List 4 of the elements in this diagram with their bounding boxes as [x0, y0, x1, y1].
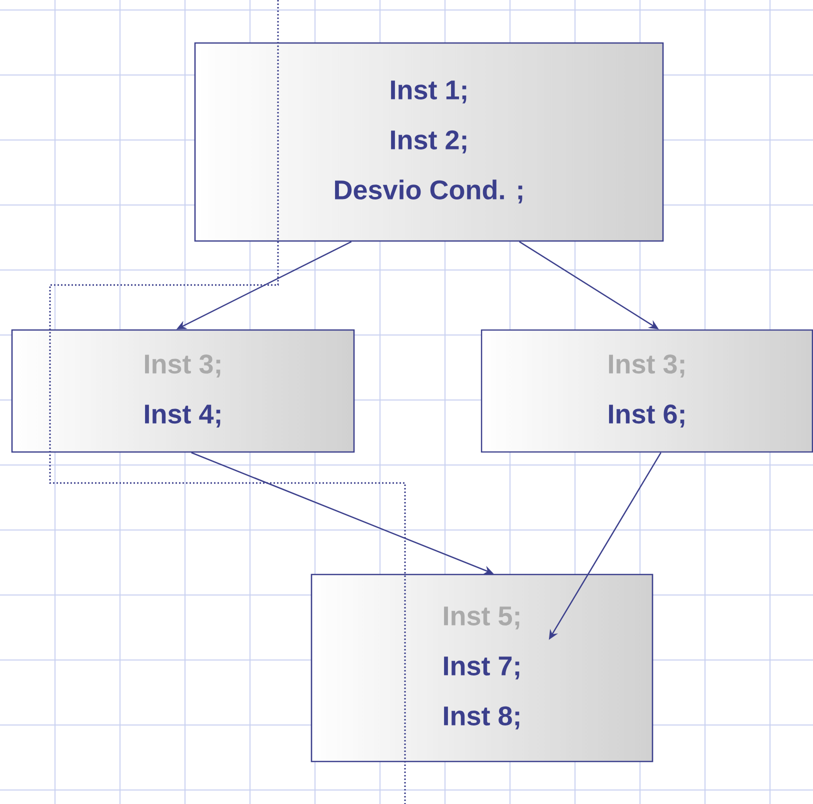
- process-box: Inst 3; Inst 4;: [11, 329, 355, 453]
- process-box: Inst 5; Inst 7; Inst 8;: [310, 574, 654, 762]
- process-box: Inst 3; Inst 6;: [480, 329, 813, 453]
- process-box: Inst 1; Inst 2; Desvio Cond. ;: [194, 42, 664, 242]
